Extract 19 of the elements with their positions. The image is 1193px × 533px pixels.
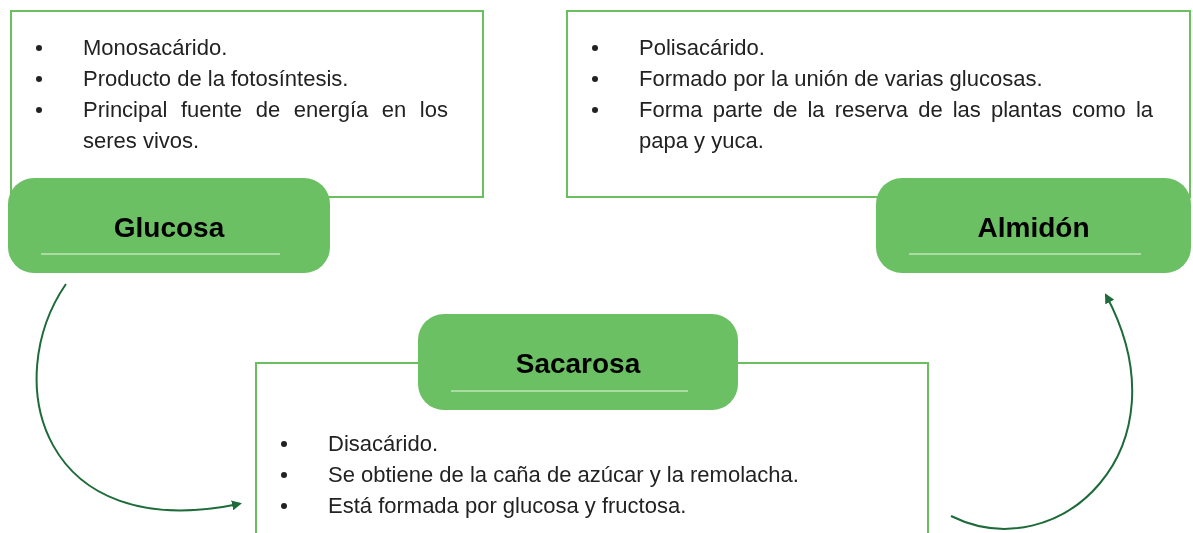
info-box	[10, 10, 484, 198]
bullet-text: Polisacárido.	[639, 34, 765, 62]
curved-arrow	[950, 293, 1133, 530]
bullet-text: Forma parte de la reserva de las plantas como la papa y yuca.	[639, 96, 1153, 155]
bullet-text: Formado por la unión de varias glucosas.	[639, 65, 1043, 93]
info-box	[566, 10, 1191, 198]
bullet-text: Monosacárido.	[83, 34, 228, 62]
pill-title: Glucosa	[113, 213, 225, 242]
title-pill	[418, 314, 738, 410]
pill-title: Sacarosa	[515, 350, 641, 378]
curved-arrow	[36, 283, 242, 512]
bullet-text: Está formada por glucosa y fructosa.	[328, 492, 687, 520]
pill-title: Almidón	[977, 213, 1090, 242]
bullet-text: Principal fuente de energía en los seres vivos.	[83, 96, 448, 155]
bullet-text: Producto de la fotosíntesis.	[83, 65, 349, 93]
bullet-text: Se obtiene de la caña de azúcar y la remolacha.	[328, 461, 799, 489]
bullet-text: Disacárido.	[328, 430, 439, 458]
title-pill	[8, 178, 330, 273]
title-pill	[876, 178, 1191, 273]
